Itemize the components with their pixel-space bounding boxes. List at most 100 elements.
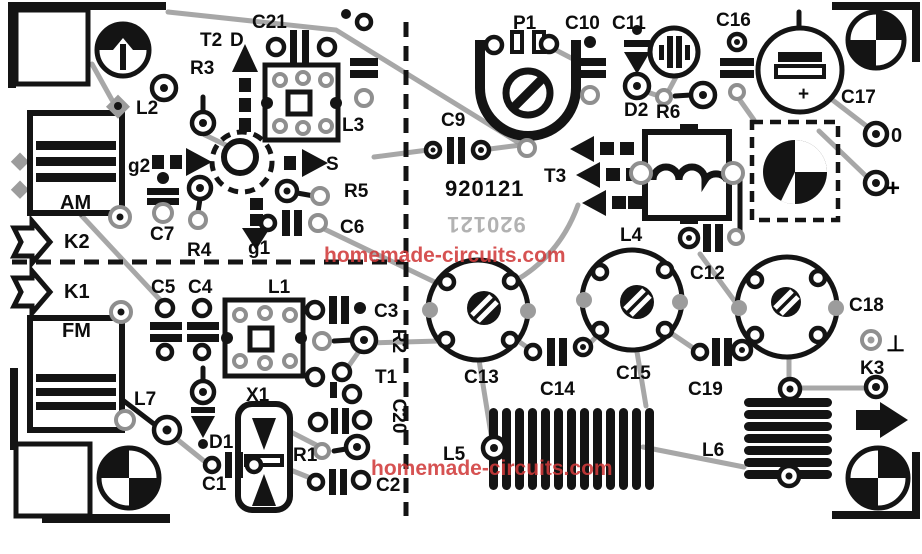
label-r1: R1 (293, 445, 318, 466)
label-fm: FM (62, 320, 91, 342)
shielded-coil-l3 (261, 62, 342, 143)
capacitor-c9 (423, 137, 492, 164)
capacitor-c2 (306, 469, 372, 495)
label-c3: C3 (374, 301, 398, 322)
label-r4: R4 (187, 240, 212, 261)
label-am: AM (60, 192, 91, 214)
label-l1: L1 (268, 277, 291, 298)
k3-arrow (856, 402, 908, 438)
label-g1-pin: g1 (248, 238, 271, 259)
label-r5: R5 (344, 181, 369, 202)
label-r6: R6 (656, 102, 680, 123)
label-c17: C17 (841, 87, 876, 108)
capacitor-c4 (187, 297, 219, 362)
watermark-top: homemade-circuits.com (324, 244, 566, 267)
label-c5: C5 (151, 277, 176, 298)
label-d2: D2 (624, 100, 648, 121)
label-t2: T2 (200, 30, 222, 51)
label-r2: R2 (388, 329, 409, 353)
trimmer-cap-c13 (422, 257, 536, 363)
label-l3: L3 (342, 115, 364, 136)
fiducial-mount-area (749, 119, 841, 223)
label-terminal-0: 0 (891, 125, 902, 147)
l2-pad (105, 94, 131, 119)
capacitor-c1 (202, 452, 264, 478)
label-c10: C10 (565, 13, 600, 34)
capacitor-c14 (523, 336, 594, 366)
fm-antenna-block (27, 300, 133, 433)
trimmer-cap-c18 (731, 254, 844, 360)
label-c1: C1 (202, 474, 227, 495)
label-gnd-symbol: ⊥ (886, 331, 905, 356)
k2-arrow (9, 214, 54, 270)
capacitor-c16 (720, 31, 754, 101)
diode-d1 (189, 378, 217, 449)
label-d1: D1 (209, 432, 234, 453)
label-c20: C20 (388, 399, 409, 434)
label-d-pin: D (230, 30, 244, 51)
capacitor-c3 (304, 296, 366, 324)
terminal-gnd (860, 329, 882, 351)
shielded-coil-l1 (221, 297, 307, 379)
label-c21: C21 (252, 12, 287, 33)
label-l7: L7 (134, 389, 156, 410)
label-c12: C12 (690, 263, 725, 284)
label-g2-pin: g2 (128, 156, 150, 177)
resistor-r1 (313, 433, 371, 461)
label-k1: K1 (64, 281, 90, 303)
label-t1: T1 (375, 367, 398, 388)
coil-l7 (114, 409, 183, 446)
fiducial-top-right (845, 9, 907, 71)
capacitor-c21 (265, 30, 338, 64)
terminal-k3 (863, 374, 889, 400)
transistor-t1-footprint (304, 361, 363, 405)
label-c13: C13 (464, 367, 499, 388)
fiducial-bottom-left (96, 445, 162, 511)
resistor-r4 (186, 174, 214, 230)
capacitor-c10 (574, 36, 606, 105)
terminal-0 (862, 120, 890, 148)
label-t3: T3 (544, 166, 566, 187)
board-number: 920121 (445, 176, 524, 201)
label-c14: C14 (540, 379, 575, 400)
fiducial-top-left (94, 21, 152, 79)
air-coil-l6 (744, 376, 832, 489)
capacitor-unlabeled (341, 9, 378, 108)
capacitor-c12 (677, 224, 745, 252)
coil-l4 (629, 124, 745, 224)
trimmer-pot-p1 (475, 30, 581, 158)
electrolytic-cap-c17 (755, 25, 845, 115)
ceramic-filter (647, 25, 701, 79)
trimmer-cap-c15 (576, 247, 688, 353)
label-s-pin: S (326, 154, 339, 175)
label-c9: C9 (441, 110, 465, 131)
resistor-r3 (149, 73, 217, 137)
label-x1: X1 (246, 385, 270, 406)
resistor-r5 (274, 178, 330, 206)
am-antenna-block (27, 110, 132, 229)
label-c6: C6 (340, 217, 364, 238)
copper-traces (78, 9, 872, 482)
label-l5: L5 (443, 444, 466, 465)
resistor-r6 (655, 80, 718, 110)
k1-arrow (9, 264, 54, 320)
diode-d2 (622, 25, 652, 101)
label-c15: C15 (616, 363, 651, 384)
label-c16: C16 (716, 10, 751, 31)
label-c4: C4 (188, 277, 213, 298)
label-c2: C2 (376, 475, 400, 496)
watermark-bottom: homemade-circuits.com (371, 457, 613, 480)
label-l2: L2 (136, 98, 158, 119)
label-elco-plus: + (798, 84, 809, 105)
capacitor-c7 (147, 172, 179, 224)
label-c7: C7 (150, 224, 174, 245)
fiducial-bottom-right (845, 445, 911, 511)
label-k2: K2 (64, 231, 90, 253)
label-c19: C19 (688, 379, 723, 400)
crystal-x1 (235, 401, 293, 513)
label-p1: P1 (513, 13, 537, 34)
terminal-plus (862, 169, 890, 197)
label-c11: C11 (612, 13, 646, 34)
